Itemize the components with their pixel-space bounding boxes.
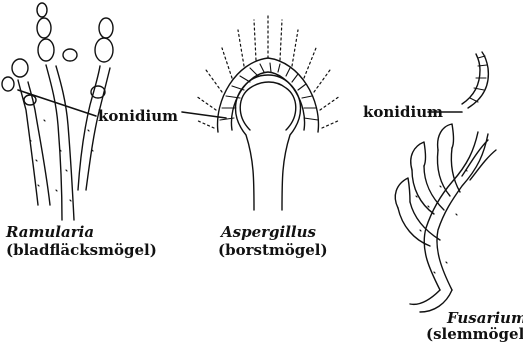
ramularia-genus: Ramularia [6, 224, 94, 241]
konidium-label-left: konidium [98, 108, 178, 125]
ramularia-drawing [2, 3, 113, 220]
aspergillus-drawing [196, 14, 340, 210]
aspergillus-pointer [182, 112, 226, 118]
aspergillus-genus: Aspergillus [221, 224, 316, 241]
konidium-label-right: konidium [363, 104, 443, 121]
fusarium-common-name: (slemmögel) [426, 326, 523, 343]
aspergillus-common-name: (borstmögel) [218, 242, 328, 259]
ramularia-common-name: (bladfläcksmögel) [6, 242, 157, 259]
fusarium-drawing [395, 52, 496, 312]
